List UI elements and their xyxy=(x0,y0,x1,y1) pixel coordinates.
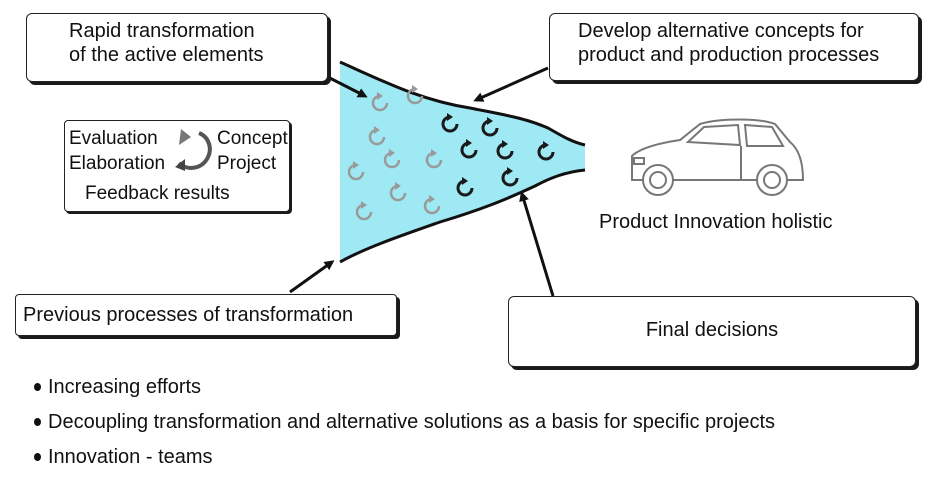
callout-final-decisions: Final decisions xyxy=(508,296,916,367)
car-icon xyxy=(631,118,805,196)
rotation-arrow-icon xyxy=(460,139,478,159)
funnel-lower-edge xyxy=(339,168,586,264)
cycle-concept: Concept xyxy=(217,128,288,149)
cycle-box: Evaluation Concept Elaboration Project F… xyxy=(64,120,290,212)
rotation-arrow-icon xyxy=(425,149,443,169)
rotation-arrow-icon xyxy=(481,117,499,137)
rotation-arrow-icon xyxy=(347,161,365,181)
bullet-text: Innovation - teams xyxy=(48,446,213,468)
rotation-arrow-icon xyxy=(383,149,401,169)
funnel-shape xyxy=(340,62,585,262)
rotation-arrow-icon xyxy=(456,177,474,197)
bullet-dot xyxy=(34,418,41,426)
funnel-upper-edge xyxy=(339,60,586,147)
callout-line: Rapid transformation xyxy=(69,20,255,42)
callout-line: Previous processes of transformation xyxy=(23,304,354,326)
product-innovation-label: Product Innovation holistic xyxy=(599,211,833,233)
rotation-arrow-icon xyxy=(423,195,441,215)
bullet-dot xyxy=(34,383,41,391)
list-item: Innovation - teams xyxy=(34,445,775,480)
callout-previous-processes: Previous processes of transformation xyxy=(15,294,397,336)
rotation-arrow-icon xyxy=(371,92,389,112)
arrow-previous xyxy=(289,260,335,294)
cycle-evaluation: Evaluation xyxy=(69,128,158,149)
list-item: Increasing efforts xyxy=(34,375,775,410)
bullet-list: Increasing efforts Decoupling transforma… xyxy=(34,375,775,480)
callout-develop-alternatives: Develop alternative concepts for product… xyxy=(549,13,919,81)
list-item: Decoupling transformation and alternativ… xyxy=(34,410,775,445)
callout-line: Final decisions xyxy=(645,319,779,341)
bullet-text: Increasing efforts xyxy=(48,376,202,398)
arrow-develop xyxy=(473,66,549,102)
bullet-dot xyxy=(34,453,41,461)
bullet-text: Decoupling transformation and alternativ… xyxy=(48,411,776,433)
callout-line: Develop alternative concepts for xyxy=(578,20,864,42)
active-elements xyxy=(347,85,555,221)
rotation-arrow-icon xyxy=(406,85,424,105)
rotation-arrow-icon xyxy=(441,113,459,133)
cycle-elaboration: Elaboration xyxy=(69,153,166,174)
callout-line: of the active elements xyxy=(69,43,264,66)
cycle-arrow-icon xyxy=(175,129,212,171)
rotation-arrow-icon xyxy=(355,201,373,221)
arrow-final xyxy=(519,191,555,297)
rotation-arrow-icon xyxy=(537,141,555,161)
rotation-arrow-icon xyxy=(368,126,386,146)
rotation-arrow-icon xyxy=(389,182,407,202)
rotation-arrow-icon xyxy=(501,167,519,187)
callout-rapid-transformation: Rapid transformation of the active eleme… xyxy=(26,13,328,82)
cycle-project: Project xyxy=(217,153,277,174)
callout-line: product and production processes xyxy=(578,43,880,66)
cycle-feedback: Feedback results xyxy=(85,183,230,204)
rotation-arrow-icon xyxy=(496,140,514,160)
